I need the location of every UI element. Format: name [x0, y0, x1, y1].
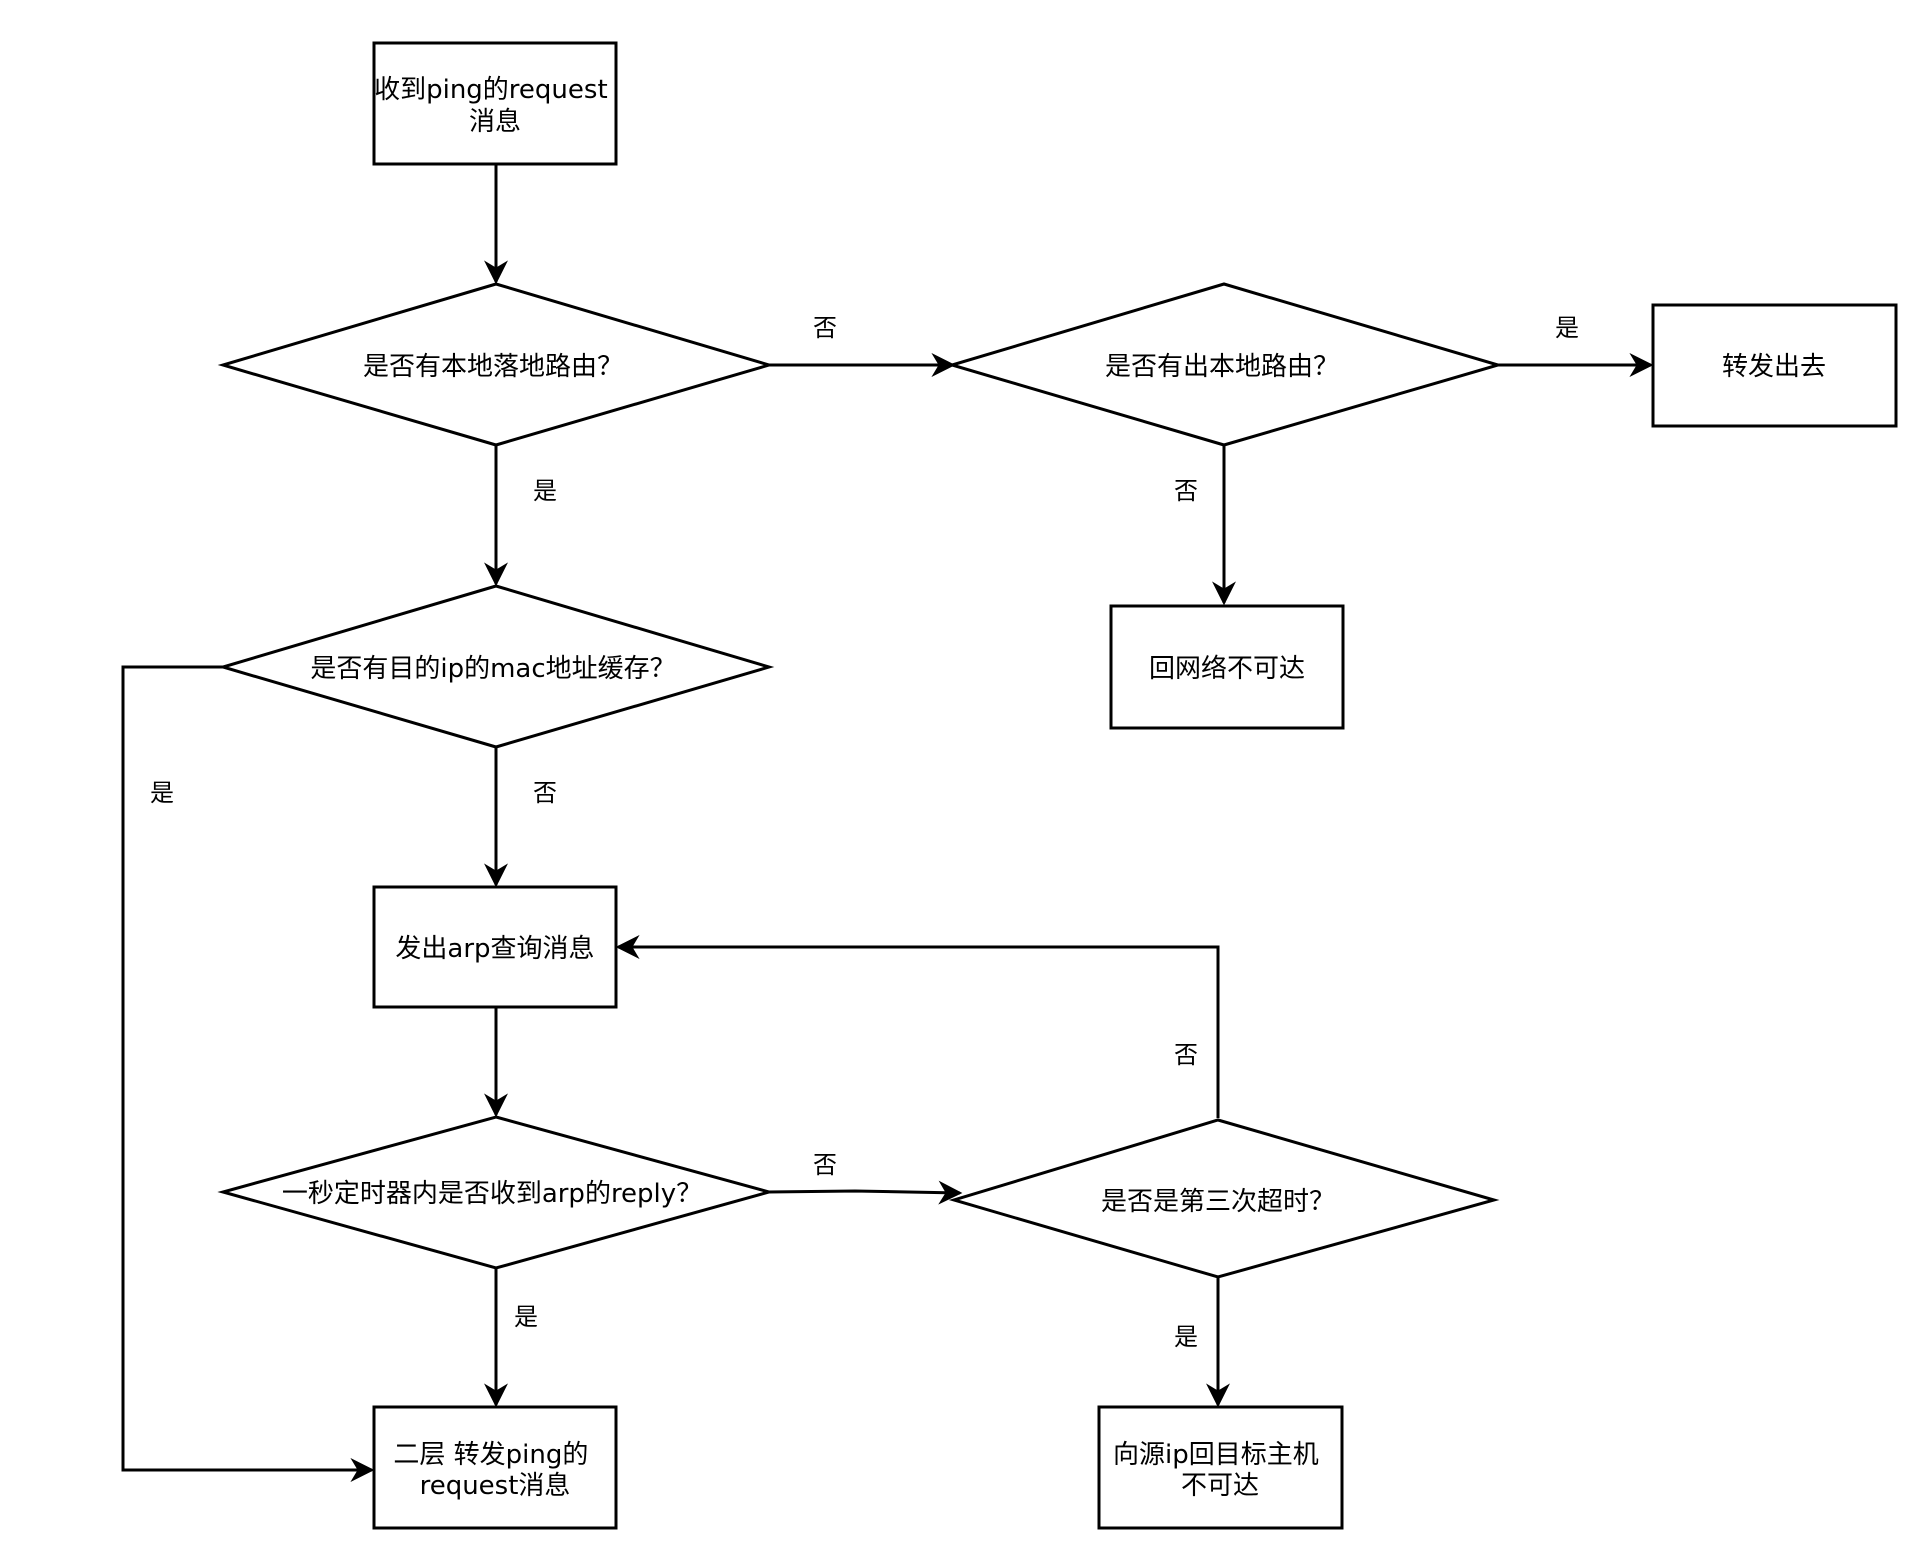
- decision-diamond: [948, 1118, 1500, 1279]
- node-label: 是否有出本地路由？: [1105, 352, 1339, 382]
- edge-labels: 否 是 否 是 是 否 否 否 是 是: [150, 314, 1579, 1351]
- node-layer2-forward: 二层 转发ping的 request消息: [372, 1405, 618, 1530]
- node-label: 二层 转发ping的: [393, 1440, 588, 1470]
- node-network-unreachable: 回网络不可达: [1109, 604, 1345, 730]
- node-label: 是否有目的ip的mac地址缓存？: [310, 654, 675, 684]
- process-box: [372, 41, 618, 166]
- node-receive-request: 收到ping的request 消息: [372, 41, 618, 166]
- edge-mac-cache-yes: [121, 665, 375, 1482]
- decision-local-route: 是否有本地落地路由？: [217, 282, 775, 447]
- edge-label-out-route-yes: 是: [1555, 314, 1579, 342]
- process-box: [1109, 604, 1345, 730]
- edge-label-mac-cache-yes: 是: [150, 779, 174, 807]
- edge-label-mac-cache-no: 否: [533, 779, 557, 807]
- node-label: 向源ip回目标主机: [1113, 1440, 1319, 1470]
- node-label: 发出arp查询消息: [395, 934, 594, 964]
- svg-text:收到ping的request 消息: 收到ping的request 消息: [374, 75, 616, 137]
- node-label: 回网络不可达: [1149, 654, 1305, 684]
- decision-diamond: [217, 584, 775, 749]
- node-label: 不可达: [1181, 1471, 1259, 1501]
- decision-out-route: 是否有出本地路由？: [946, 282, 1504, 447]
- edge-label-reply-no: 否: [813, 1151, 837, 1179]
- svg-text:二层 转发ping的 request消息: 二层 转发ping的 request消息: [393, 1440, 596, 1501]
- edges: [121, 165, 1654, 1482]
- edge-label-out-route-no: 否: [1174, 477, 1198, 505]
- svg-text:向源ip回目标主机 不可达: 向源ip回目标主机 不可达: [1113, 1440, 1327, 1501]
- node-host-unreachable: 向源ip回目标主机 不可达: [1097, 1405, 1344, 1530]
- node-forward-out: 转发出去: [1651, 303, 1898, 428]
- node-label: 是否是第三次超时？: [1101, 1187, 1335, 1217]
- node-label: 消息: [469, 107, 521, 137]
- edge-label-local-route-no: 否: [813, 314, 837, 342]
- edge-label-local-route-yes: 是: [533, 477, 557, 505]
- process-box: [372, 885, 618, 1009]
- decision-diamond: [217, 282, 775, 447]
- node-label: 一秒定时器内是否收到arp的reply？: [282, 1179, 702, 1209]
- node-label: 是否有本地落地路由？: [363, 352, 623, 382]
- decision-arp-reply: 一秒定时器内是否收到arp的reply？: [217, 1115, 775, 1270]
- edge-label-reply-yes: 是: [514, 1303, 538, 1331]
- process-box: [1651, 303, 1898, 428]
- process-box: [372, 1405, 618, 1530]
- edge-reply-no: [767, 1180, 963, 1205]
- process-box: [1097, 1405, 1344, 1530]
- node-label: 收到ping的request: [374, 75, 608, 105]
- edge-label-third-timeout-yes: 是: [1174, 1323, 1198, 1351]
- edge-label-third-timeout-no: 否: [1174, 1041, 1198, 1069]
- node-label: 转发出去: [1722, 352, 1826, 382]
- node-send-arp: 发出arp查询消息: [372, 885, 618, 1009]
- decision-diamond: [217, 1115, 775, 1270]
- decision-diamond: [946, 282, 1504, 447]
- decision-mac-cache: 是否有目的ip的mac地址缓存？: [217, 584, 775, 749]
- decision-third-timeout: 是否是第三次超时？: [948, 1118, 1500, 1279]
- node-label: request消息: [420, 1471, 571, 1501]
- edge-third-timeout-no: [615, 935, 1220, 1118]
